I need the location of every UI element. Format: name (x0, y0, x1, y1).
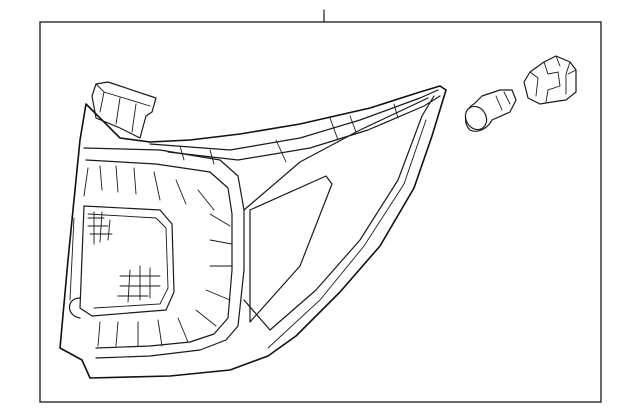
lens-texture-marks (87, 211, 161, 303)
lamp-housing-outline (59, 85, 447, 379)
bulb (464, 89, 517, 132)
mounting-bracket (91, 81, 157, 139)
tail-lamp-assembly (59, 81, 447, 379)
bulb-socket (523, 55, 577, 105)
reflector-window (79, 205, 175, 317)
mounting-clip (68, 297, 81, 319)
outer-lens-panel (249, 175, 333, 323)
diagram-frame (39, 21, 602, 403)
lens-inner-outline (83, 147, 245, 359)
